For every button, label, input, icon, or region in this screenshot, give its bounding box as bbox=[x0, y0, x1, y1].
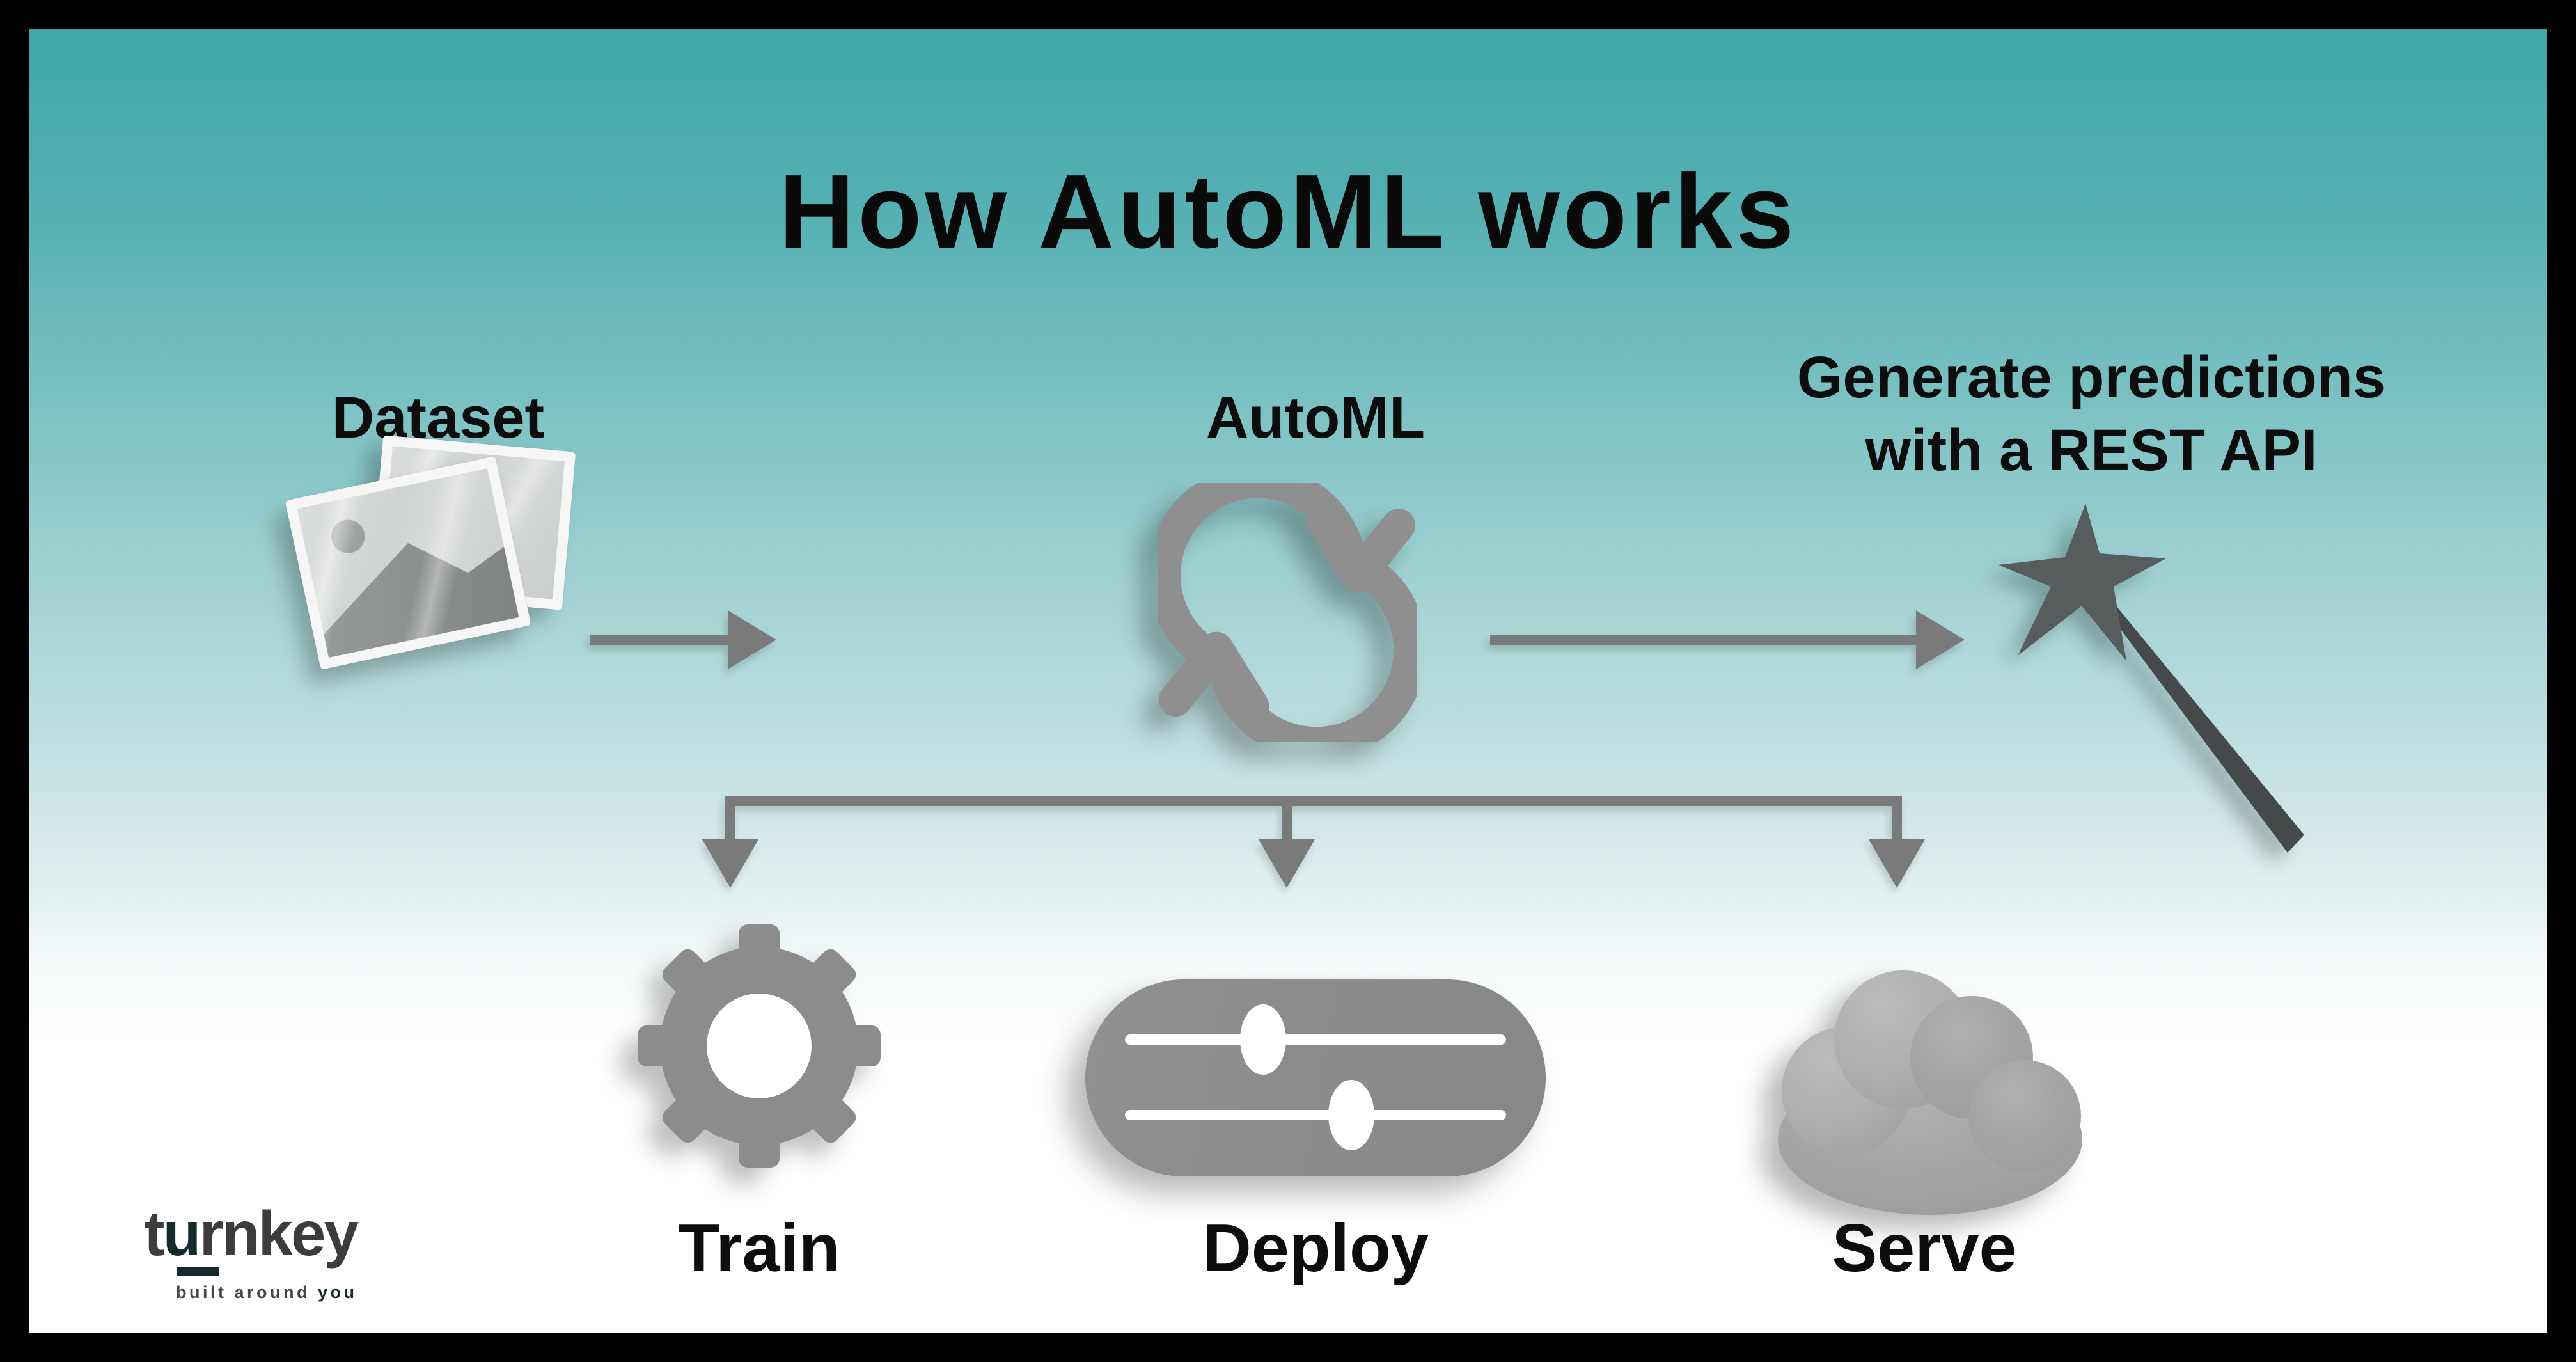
logo-tagline: built around you bbox=[176, 1283, 357, 1302]
train-label: Train bbox=[678, 1210, 840, 1286]
predictions-label: Generate predictions with a REST API bbox=[1708, 341, 2475, 487]
arrow-right-icon bbox=[1490, 610, 1965, 669]
predictions-label-line2: with a REST API bbox=[1865, 418, 2318, 484]
serve-label: Serve bbox=[1832, 1210, 2017, 1286]
turnkey-logo: turnkey built around you bbox=[144, 1202, 528, 1330]
arrow-down-icon bbox=[702, 839, 758, 888]
cloud-icon bbox=[1778, 970, 2082, 1215]
logo-underline-bar bbox=[177, 1267, 219, 1276]
flow-connectors bbox=[590, 610, 1965, 888]
slider-track-1 bbox=[1125, 1004, 1506, 1075]
deploy-label: Deploy bbox=[1202, 1210, 1429, 1286]
logo-wordmark: turnkey bbox=[144, 1198, 359, 1269]
page-title: How AutoML works bbox=[778, 153, 1798, 270]
arrow-down-icon bbox=[1259, 839, 1315, 888]
background-gradient: How AutoML works Dataset AutoML Generate… bbox=[29, 29, 2547, 1333]
predictions-label-line1: Generate predictions bbox=[1796, 345, 2386, 410]
arrow-right-icon bbox=[590, 610, 776, 669]
arrow-down-icon bbox=[1869, 839, 1925, 888]
sync-cycle-icon bbox=[1158, 483, 1417, 742]
sliders-icon bbox=[1085, 979, 1546, 1176]
logo-tagline-accent: you bbox=[318, 1283, 357, 1302]
automl-label: AutoML bbox=[1206, 385, 1425, 450]
slider-knob-1 bbox=[1240, 1004, 1286, 1075]
slider-track-2 bbox=[1125, 1080, 1506, 1150]
slider-knob-2 bbox=[1328, 1080, 1374, 1150]
logo-accent-letter: u bbox=[162, 1198, 201, 1269]
branch-connector bbox=[702, 796, 1925, 888]
gear-icon bbox=[638, 924, 881, 1168]
magic-wand-icon bbox=[1999, 503, 2304, 853]
